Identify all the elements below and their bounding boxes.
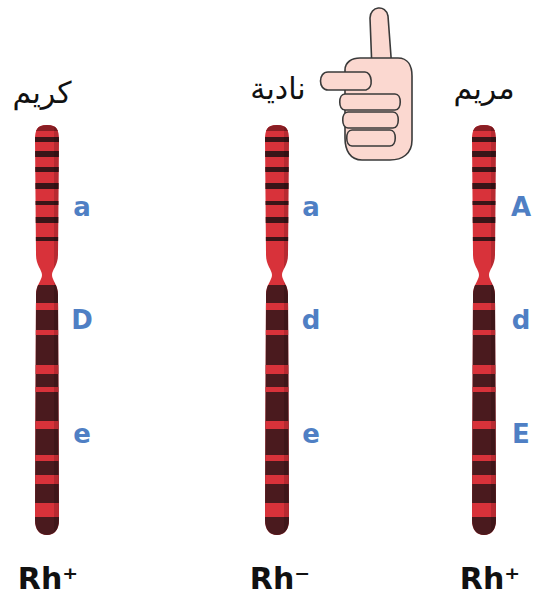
allele-label: D (71, 306, 93, 335)
allele-label: a (302, 193, 320, 222)
allele-label: A (511, 193, 531, 222)
allele-label: d (512, 306, 531, 335)
chromosome (262, 125, 292, 535)
allele-label: e (73, 420, 91, 449)
rh-label: Rh⁺ (460, 562, 520, 595)
person-name: مريم (454, 72, 515, 105)
allele-label: a (73, 193, 91, 222)
chromosome (469, 125, 499, 535)
allele-label: e (302, 420, 320, 449)
person-name: نادية (250, 72, 305, 105)
allele-label: d (302, 306, 321, 335)
rh-label: Rh⁻ (250, 562, 310, 595)
chromosome (32, 125, 62, 535)
person-name: كريم (12, 76, 71, 109)
pointing-hand (321, 8, 413, 160)
rh-label: Rh⁺ (18, 562, 78, 595)
allele-label: E (512, 420, 530, 449)
